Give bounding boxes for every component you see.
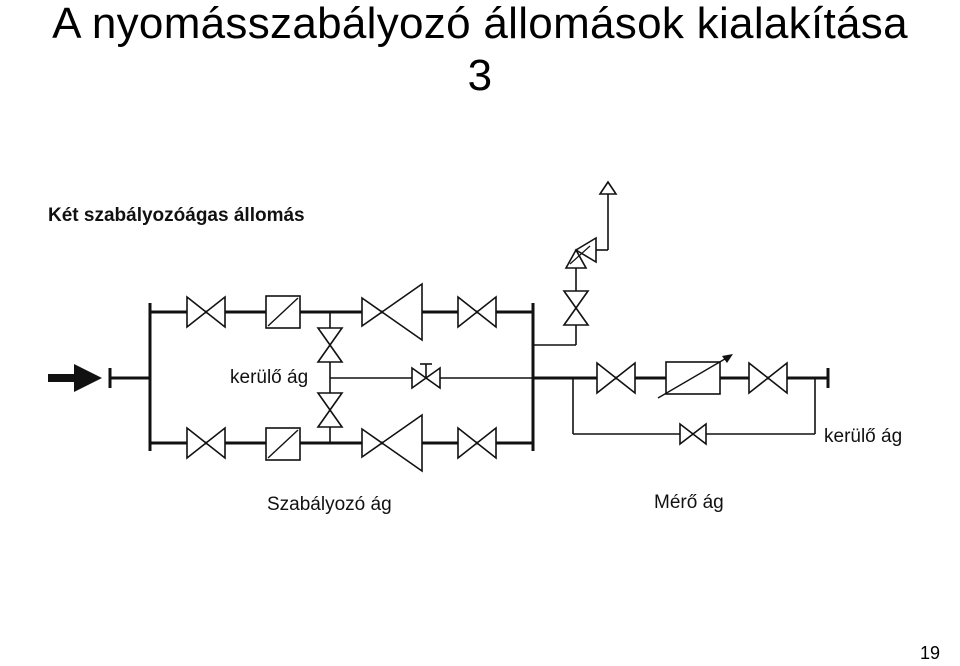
- page-number: 19: [919, 643, 940, 663]
- meter-inlet-valve-icon: [596, 362, 636, 394]
- label-bypass-left: kerülő ág: [230, 367, 308, 388]
- bottom-outlet-valve-icon: [457, 427, 497, 459]
- top-filter-icon: [265, 295, 301, 329]
- meter-outlet-valve-icon: [748, 362, 788, 394]
- relief-shutoff-valve-icon: [563, 290, 589, 326]
- gas-meter-icon: [657, 354, 733, 399]
- slide-title-line-1: A nyomásszabályozó állomások kialakítása: [52, 0, 908, 48]
- label-regulator-branch: Szabályozó ág: [267, 494, 392, 515]
- inlet-arrow-icon: [48, 364, 102, 392]
- bottom-regulator-icon: [361, 413, 423, 473]
- bypass-valve-icon: [411, 363, 441, 390]
- diagram-heading: Két szabályozóágas állomás: [48, 205, 305, 226]
- slide-title: A nyomásszabályozó állomások kialakítása…: [0, 0, 960, 100]
- label-meter-branch: Mérő ág: [654, 492, 724, 513]
- top-regulator-icon: [361, 282, 423, 342]
- label-bypass-right: kerülő ág: [824, 426, 902, 447]
- bottom-shutoff-valve-icon: [186, 427, 226, 459]
- upper-connector-valve-icon: [317, 327, 343, 363]
- slide-title-line-2: 3: [467, 51, 493, 100]
- meter-bypass-valve-icon: [679, 422, 707, 446]
- lower-connector-valve-icon: [317, 392, 343, 428]
- vent-arrow-icon: [598, 180, 618, 195]
- bottom-filter-icon: [265, 427, 301, 461]
- top-outlet-valve-icon: [457, 296, 497, 328]
- safety-relief-valve-icon: [564, 236, 597, 269]
- top-shutoff-valve-icon: [186, 296, 226, 328]
